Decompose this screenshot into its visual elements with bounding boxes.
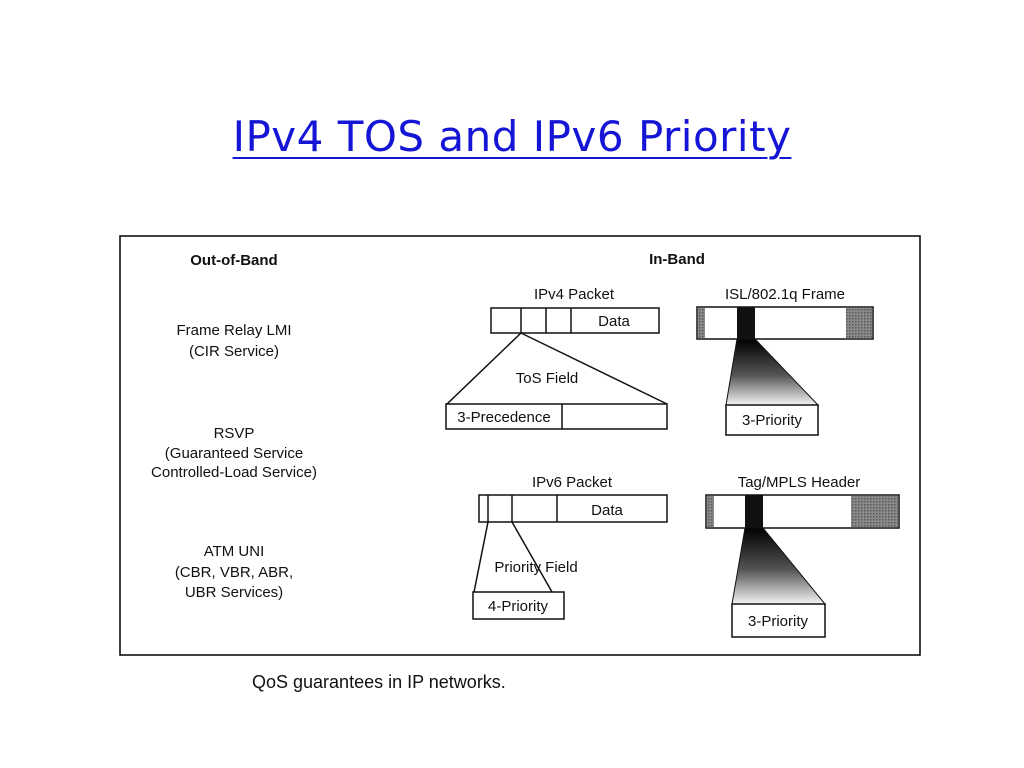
ipv6-packet: IPv6 Packet Data Priority Field 4-Priori… [472,474,668,620]
tag-mpls-header: Tag/MPLS Header 3-Priority [705,474,900,638]
ipv6-priority-label: 4-Priority [488,598,549,615]
oob-item-atm-uni: ATM UNI (CBR, VBR, ABR, UBR Services) [175,543,293,601]
svg-text:(Guaranteed Service: (Guaranteed Service [165,445,303,462]
in-band-header: In-Band [649,251,705,268]
ipv4-data-label: Data [598,313,630,330]
ipv6-data-label: Data [591,502,623,519]
svg-text:(CIR Service): (CIR Service) [189,343,279,360]
slide-title: IPv4 TOS and IPv6 Priority [232,112,792,161]
out-of-band-header: Out-of-Band [190,252,277,269]
mpls-priority-label: 3-Priority [748,613,809,630]
isl-frame-title: ISL/802.1q Frame [725,286,845,303]
ipv4-packet: IPv4 Packet Data ToS Field 3-Precedence [445,286,668,430]
svg-text:Controlled-Load Service): Controlled-Load Service) [151,464,317,481]
ipv6-packet-title: IPv6 Packet [532,474,613,491]
priority-field-label: Priority Field [494,559,577,576]
isl-frame: ISL/802.1q Frame 3-Priority [696,286,874,436]
figure-caption: QoS guarantees in IP networks. [252,672,506,692]
svg-text:UBR Services): UBR Services) [185,584,283,601]
isl-priority-label: 3-Priority [742,412,803,429]
ipv4-packet-title: IPv4 Packet [534,286,615,303]
oob-item-rsvp: RSVP (Guaranteed Service Controlled-Load… [151,425,317,481]
tos-field-label: ToS Field [516,370,579,387]
svg-text:(CBR, VBR, ABR,: (CBR, VBR, ABR, [175,564,293,581]
svg-text:ATM UNI: ATM UNI [204,543,265,560]
svg-text:RSVP: RSVP [214,425,255,442]
svg-text:Frame Relay LMI: Frame Relay LMI [176,322,291,339]
oob-item-frame-relay: Frame Relay LMI (CIR Service) [176,322,291,360]
ipv4-precedence-label: 3-Precedence [457,409,550,426]
tag-mpls-title: Tag/MPLS Header [738,474,861,491]
